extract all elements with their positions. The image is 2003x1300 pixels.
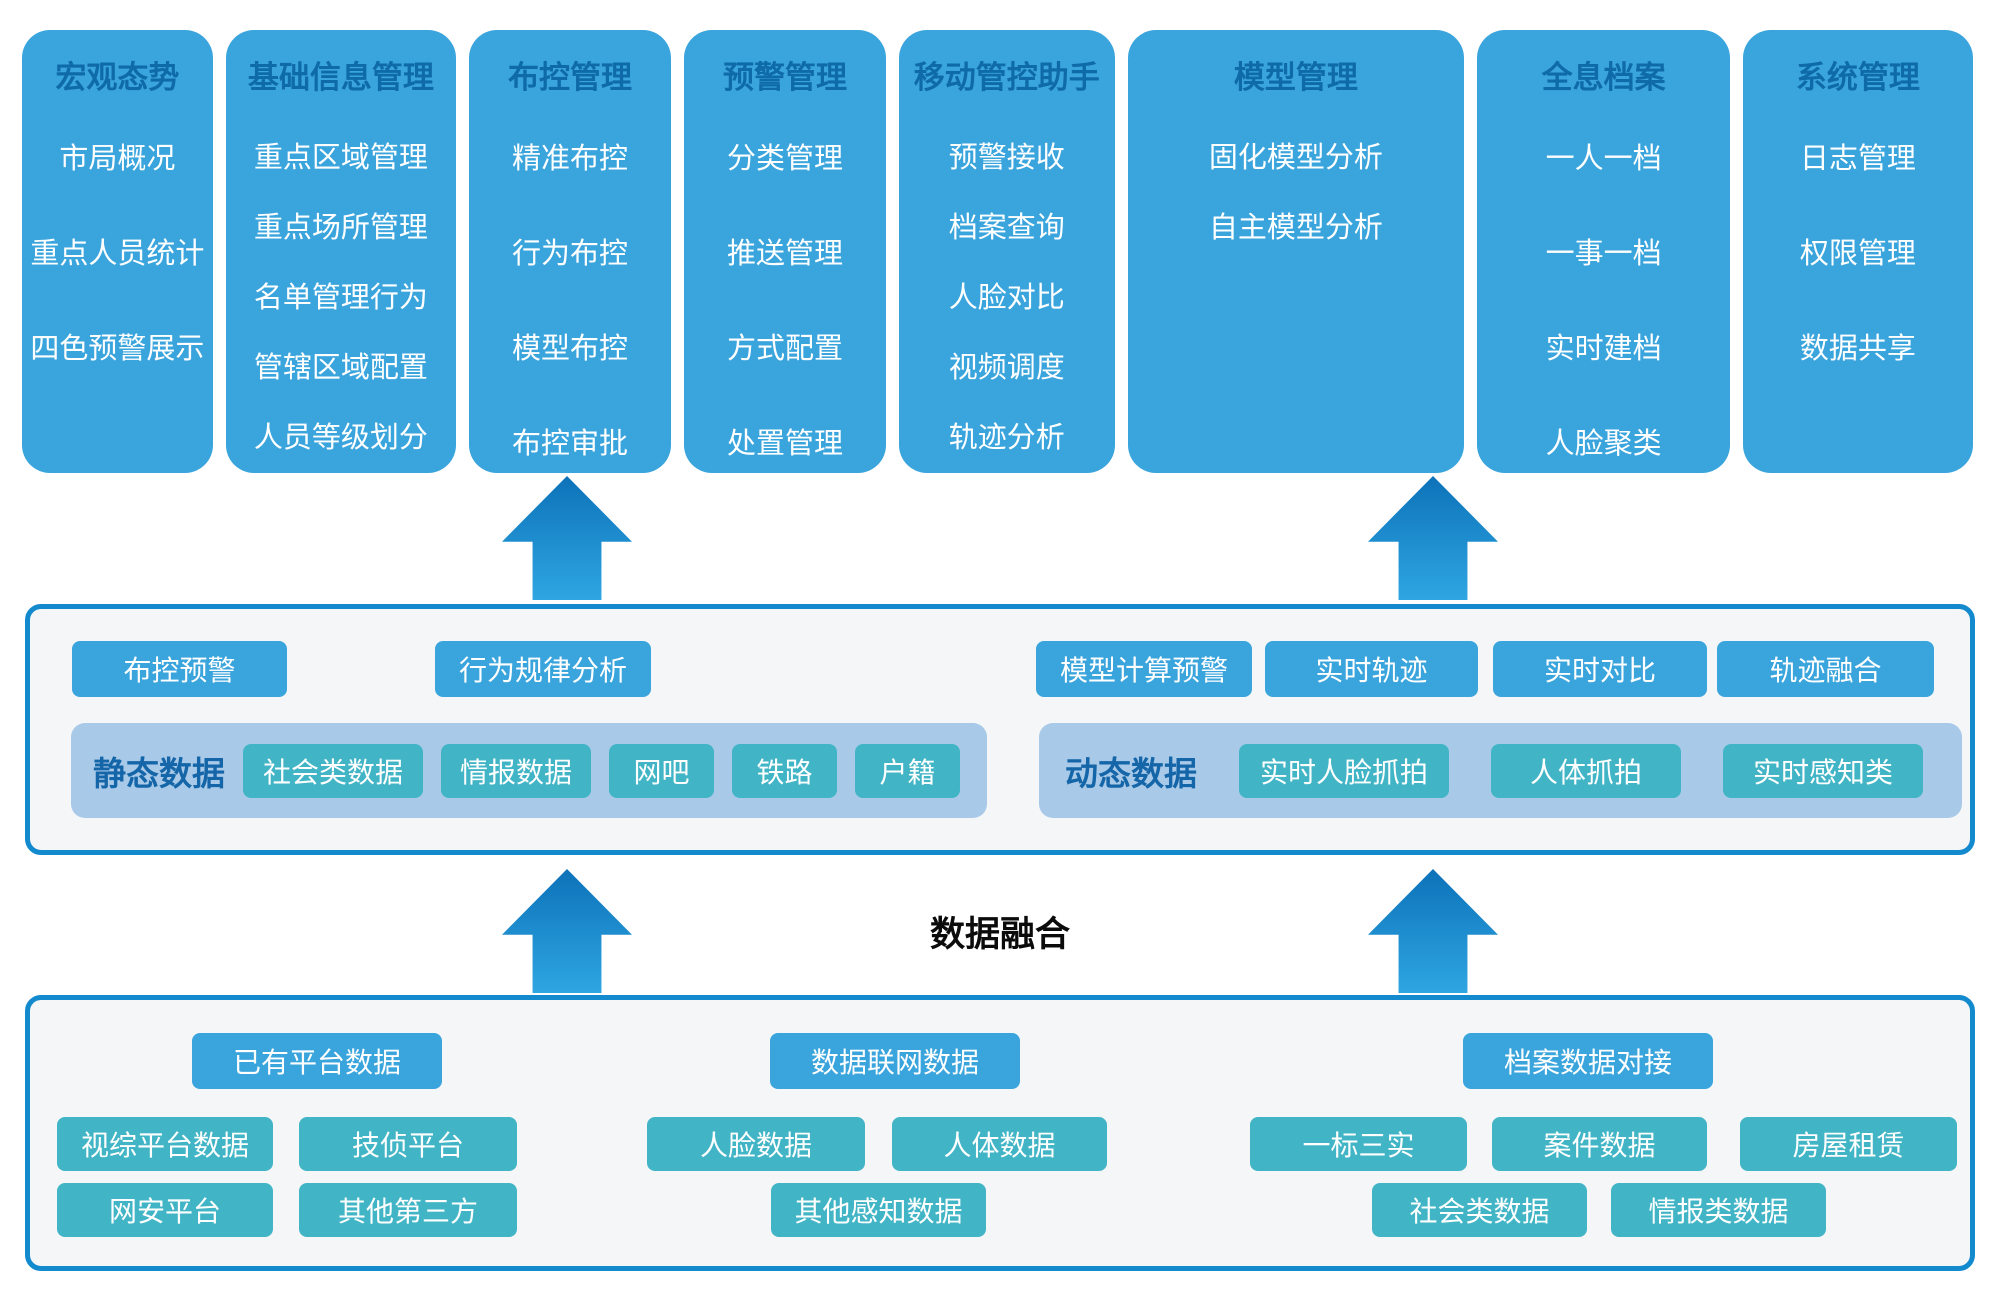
- data-source-box: 社会类数据: [1372, 1183, 1587, 1237]
- data-fusion-label: 数据融合: [930, 915, 1071, 954]
- dynamic-data-group: 动态数据 实时人脸抓拍 人体抓拍 实时感知类: [1039, 723, 1962, 818]
- module-card-control-mgmt: 布控管理 精准布控 行为布控 模型布控 布控审批: [468, 30, 671, 473]
- module-item: 人脸对比: [948, 282, 1065, 314]
- module-card-warning-mgmt: 预警管理 分类管理 推送管理 方式配置 处置管理: [683, 30, 887, 473]
- module-item: 人员等级划分: [253, 422, 428, 454]
- archive-data-header: 档案数据对接: [1463, 1033, 1713, 1089]
- module-card-title: 系统管理: [1795, 60, 1920, 95]
- module-item: 重点场所管理: [253, 212, 428, 244]
- data-source-box: 网安平台: [57, 1183, 273, 1237]
- module-card-title: 宏观态势: [55, 60, 180, 95]
- data-source-box: 视综平台数据: [57, 1117, 273, 1171]
- module-item: 视频调度: [948, 352, 1065, 384]
- data-source-box: 户籍: [855, 743, 960, 798]
- module-item: 推送管理: [727, 237, 844, 270]
- module-card-title: 移动管控助手: [913, 60, 1100, 95]
- module-item: 四色预警展示: [30, 332, 205, 365]
- module-item: 模型布控: [511, 332, 628, 365]
- module-item: 一人一档: [1545, 142, 1662, 175]
- data-source-box: 其他感知数据: [771, 1183, 986, 1237]
- up-arrow-icon: [1368, 869, 1498, 993]
- module-card-model-mgmt: 模型管理 固化模型分析 自主模型分析: [1127, 30, 1465, 473]
- networked-data-header: 数据联网数据: [770, 1033, 1020, 1089]
- data-source-box: 实时人脸抓拍: [1239, 743, 1449, 798]
- control-warning-box: 布控预警: [72, 641, 287, 697]
- data-source-box: 一标三实: [1250, 1117, 1467, 1171]
- realtime-compare-box: 实时对比: [1493, 641, 1707, 697]
- module-card-system-mgmt: 系统管理 日志管理 权限管理 数据共享: [1742, 30, 1973, 473]
- module-item: 权限管理: [1799, 237, 1916, 270]
- data-source-box: 案件数据: [1492, 1117, 1707, 1171]
- data-source-box: 技侦平台: [299, 1117, 517, 1171]
- existing-platform-data-header: 已有平台数据: [192, 1033, 442, 1089]
- data-source-box: 社会类数据: [243, 743, 423, 798]
- data-source-box: 人体数据: [892, 1117, 1107, 1171]
- module-card-basic-info: 基础信息管理 重点区域管理 重点场所管理 名单管理行为 管辖区域配置 人员等级划…: [225, 30, 456, 473]
- realtime-track-box: 实时轨迹: [1265, 641, 1478, 697]
- data-source-box: 人体抓拍: [1491, 743, 1681, 798]
- module-item: 固化模型分析: [1208, 142, 1383, 174]
- module-item: 轨迹分析: [948, 422, 1065, 454]
- static-data-label: 静态数据: [93, 754, 225, 792]
- module-item: 精准布控: [511, 142, 628, 175]
- module-item: 行为布控: [511, 237, 628, 270]
- module-item: 管辖区域配置: [253, 352, 428, 384]
- module-item: 布控审批: [511, 427, 628, 460]
- module-item: 分类管理: [727, 142, 844, 175]
- data-source-box: 人脸数据: [647, 1117, 865, 1171]
- module-card-holographic-archive: 全息档案 一人一档 一事一档 实时建档 人脸聚类: [1477, 30, 1730, 473]
- module-card-macro-situation: 宏观态势 市局概况 重点人员统计 四色预警展示: [22, 30, 213, 473]
- module-item: 人脸聚类: [1545, 427, 1662, 460]
- up-arrow-icon: [1368, 476, 1498, 600]
- module-item: 市局概况: [59, 142, 176, 175]
- model-compute-warning-box: 模型计算预警: [1036, 641, 1252, 697]
- module-card-title: 基础信息管理: [247, 60, 434, 95]
- up-arrow-icon: [502, 869, 632, 993]
- module-item: 重点人员统计: [30, 237, 205, 270]
- data-source-box: 铁路: [732, 743, 837, 798]
- module-item: 实时建档: [1545, 332, 1662, 365]
- module-card-title: 预警管理: [723, 60, 847, 95]
- module-card-title: 全息档案: [1541, 60, 1666, 95]
- module-item: 数据共享: [1799, 332, 1916, 365]
- data-source-box: 房屋租赁: [1740, 1117, 1957, 1171]
- data-access-panel: 已有平台数据 视综平台数据 技侦平台 网安平台 其他第三方 数据联网数据 人脸数…: [25, 995, 1975, 1271]
- module-item: 处置管理: [727, 427, 844, 460]
- module-item: 自主模型分析: [1208, 212, 1383, 244]
- module-item: 预警接收: [948, 142, 1065, 174]
- data-source-box: 情报数据: [441, 743, 591, 798]
- module-item: 日志管理: [1799, 142, 1916, 175]
- application-layer: 宏观态势 市局概况 重点人员统计 四色预警展示 基础信息管理 重点区域管理 重点…: [22, 30, 1973, 473]
- module-item: 一事一档: [1545, 237, 1662, 270]
- module-item: 档案查询: [948, 212, 1065, 244]
- module-item: 方式配置: [727, 332, 844, 365]
- track-fusion-box: 轨迹融合: [1717, 641, 1934, 697]
- module-card-title: 布控管理: [507, 60, 632, 95]
- module-card-mobile-assistant: 移动管控助手 预警接收 档案查询 人脸对比 视频调度 轨迹分析: [899, 30, 1115, 473]
- static-data-group: 静态数据 社会类数据 情报数据 网吧 铁路 户籍: [71, 723, 987, 818]
- module-item: 名单管理行为: [253, 282, 428, 314]
- dynamic-data-label: 动态数据: [1065, 754, 1197, 792]
- analysis-data-panel: 布控预警 行为规律分析 模型计算预警 实时轨迹 实时对比 轨迹融合 静态数据 社…: [25, 604, 1975, 855]
- data-source-box: 网吧: [609, 743, 714, 798]
- data-source-box: 实时感知类: [1723, 743, 1923, 798]
- module-card-title: 模型管理: [1233, 60, 1358, 95]
- module-item: 重点区域管理: [253, 142, 428, 174]
- up-arrow-icon: [502, 476, 632, 600]
- behavior-pattern-analysis-box: 行为规律分析: [435, 641, 651, 697]
- data-source-box: 其他第三方: [299, 1183, 517, 1237]
- data-source-box: 情报类数据: [1611, 1183, 1826, 1237]
